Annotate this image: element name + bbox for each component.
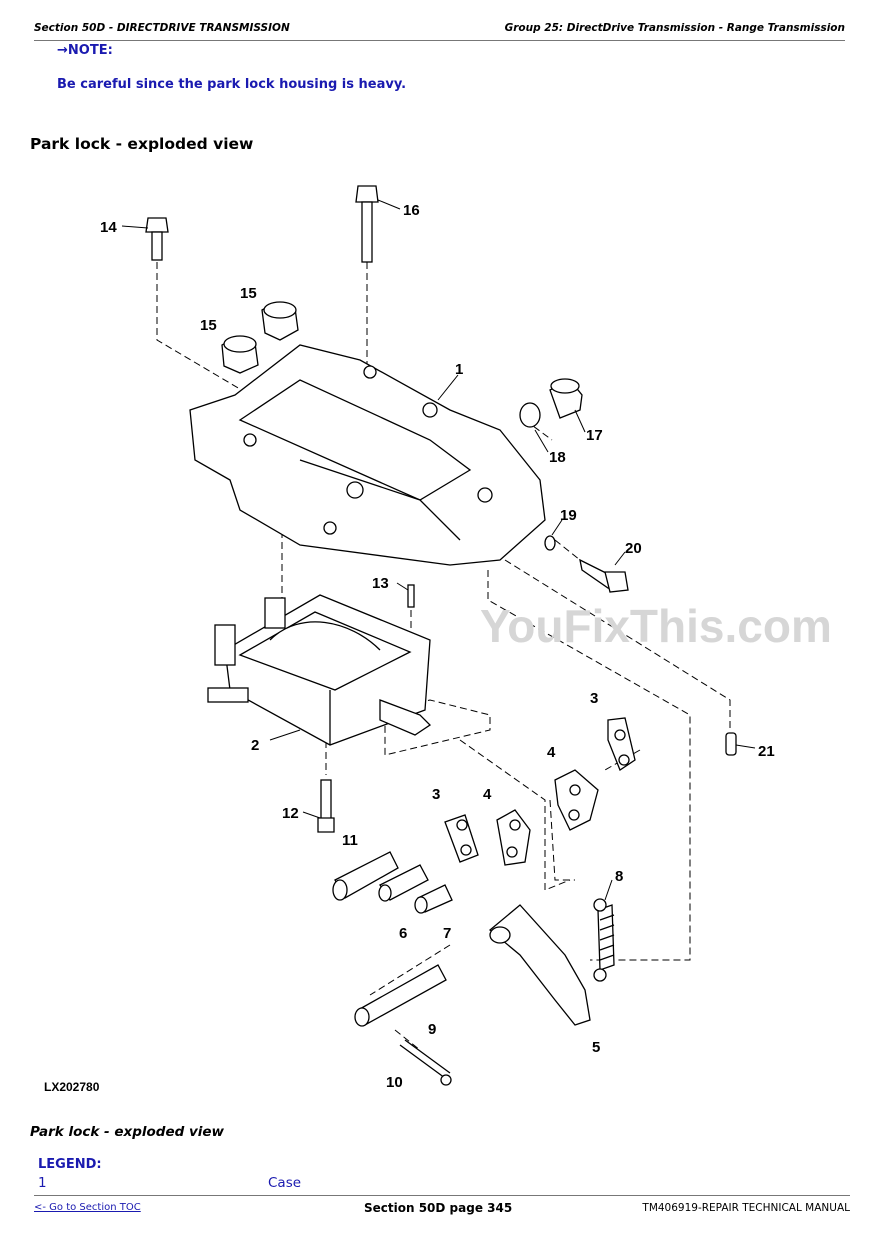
callout-16: 16	[403, 202, 420, 219]
page-footer: <- Go to Section TOC Section 50D page 34…	[34, 1195, 850, 1220]
callout-17: 17	[586, 427, 603, 444]
callout-6: 6	[399, 925, 407, 942]
nuts	[221, 301, 299, 374]
figure-id: LX202780	[44, 1080, 100, 1094]
solenoid-assembly	[207, 594, 432, 746]
watermark: YouFixThis.com	[480, 600, 832, 652]
callout-4b: 4	[483, 786, 492, 803]
park-lock-case	[189, 344, 546, 566]
manual-title: TM406919-REPAIR TECHNICAL MANUAL	[642, 1202, 850, 1214]
callout-7: 7	[443, 925, 451, 942]
lever-and-spring	[488, 898, 615, 1026]
legend-item-number: 1	[38, 1175, 47, 1191]
exploded-view-diagram: YouFixThis.com 14 16 15 15 1 17 18 19 20…	[44, 185, 832, 1094]
section-toc-link[interactable]: <- Go to Section TOC	[34, 1202, 141, 1213]
callout-11: 11	[342, 832, 358, 849]
callout-5: 5	[592, 1039, 600, 1056]
callout-14: 14	[100, 219, 117, 236]
callout-9: 9	[428, 1021, 436, 1038]
callout-1: 1	[455, 361, 463, 378]
note-text: Be careful since the park lock housing i…	[57, 77, 407, 92]
callout-10: 10	[386, 1074, 403, 1091]
pins	[332, 851, 453, 1086]
legend-item-description: Case	[268, 1175, 302, 1191]
callout-2: 2	[251, 737, 259, 754]
legend-heading: LEGEND:	[38, 1157, 102, 1172]
callout-21: 21	[758, 743, 775, 760]
plug-and-rings	[519, 378, 629, 593]
callout-3b: 3	[432, 786, 440, 803]
leader-lines	[121, 199, 756, 901]
callout-4: 4	[547, 744, 556, 761]
page-header: Section 50D - DIRECTDRIVE TRANSMISSION G…	[34, 22, 845, 41]
section-title: Section 50D - DIRECTDRIVE TRANSMISSION	[34, 22, 290, 34]
callout-19: 19	[560, 507, 577, 524]
callout-15b: 15	[200, 317, 217, 334]
callout-15: 15	[240, 285, 257, 302]
callout-3: 3	[590, 690, 598, 707]
callout-18: 18	[549, 449, 566, 466]
callout-13: 13	[372, 575, 389, 592]
callouts: 14 16 15 15 1 17 18 19 20 13 2 21 3 4 3 …	[100, 202, 775, 1091]
group-title: Group 25: DirectDrive Transmission - Ran…	[504, 22, 845, 34]
callout-8: 8	[615, 868, 623, 885]
page-number: Section 50D page 345	[364, 1201, 513, 1215]
figure-caption: Park lock - exploded view	[30, 1124, 225, 1140]
links	[444, 717, 636, 866]
callout-12: 12	[282, 805, 299, 822]
note-label: →NOTE:	[57, 43, 113, 58]
callout-20: 20	[625, 540, 642, 557]
page-title: Park lock - exploded view	[30, 135, 254, 153]
bolts	[145, 185, 379, 263]
